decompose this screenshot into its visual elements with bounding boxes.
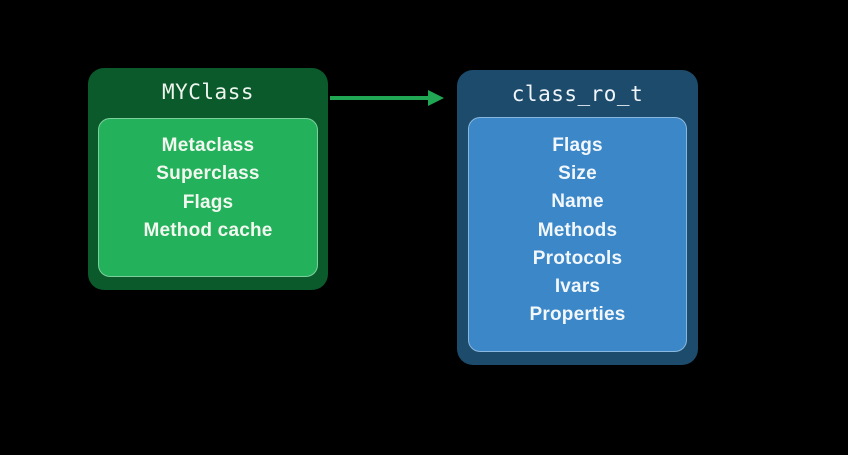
field-name: Name [551, 191, 604, 213]
arrow-head-icon [428, 89, 444, 106]
field-properties: Properties [529, 304, 626, 326]
arrow-shaft [330, 95, 430, 100]
field-flags: Flags [552, 135, 603, 156]
field-methods: Methods [537, 219, 618, 241]
field-size: Size [558, 163, 597, 185]
node-myclass-title: MYClass [161, 80, 254, 104]
field-method-cache: Method cache [143, 220, 273, 242]
node-class-ro-t: class_ro_t Flags Size Name Methods Proto… [457, 70, 698, 365]
node-myclass-body: Metaclass Superclass Flags Method cache [98, 118, 318, 277]
node-class-ro-t-body: Flags Size Name Methods Protocols Ivars … [468, 117, 687, 352]
arrow-myclass-to-class-ro-t [330, 85, 444, 110]
field-metaclass: Metaclass [161, 135, 255, 156]
node-myclass: MYClass Metaclass Superclass Flags Metho… [88, 68, 328, 290]
node-class-ro-t-title: class_ro_t [511, 82, 644, 106]
field-protocols: Protocols [532, 247, 623, 269]
field-ivars: Ivars [554, 276, 601, 298]
field-superclass: Superclass [156, 163, 260, 185]
field-flags: Flags [182, 191, 234, 213]
